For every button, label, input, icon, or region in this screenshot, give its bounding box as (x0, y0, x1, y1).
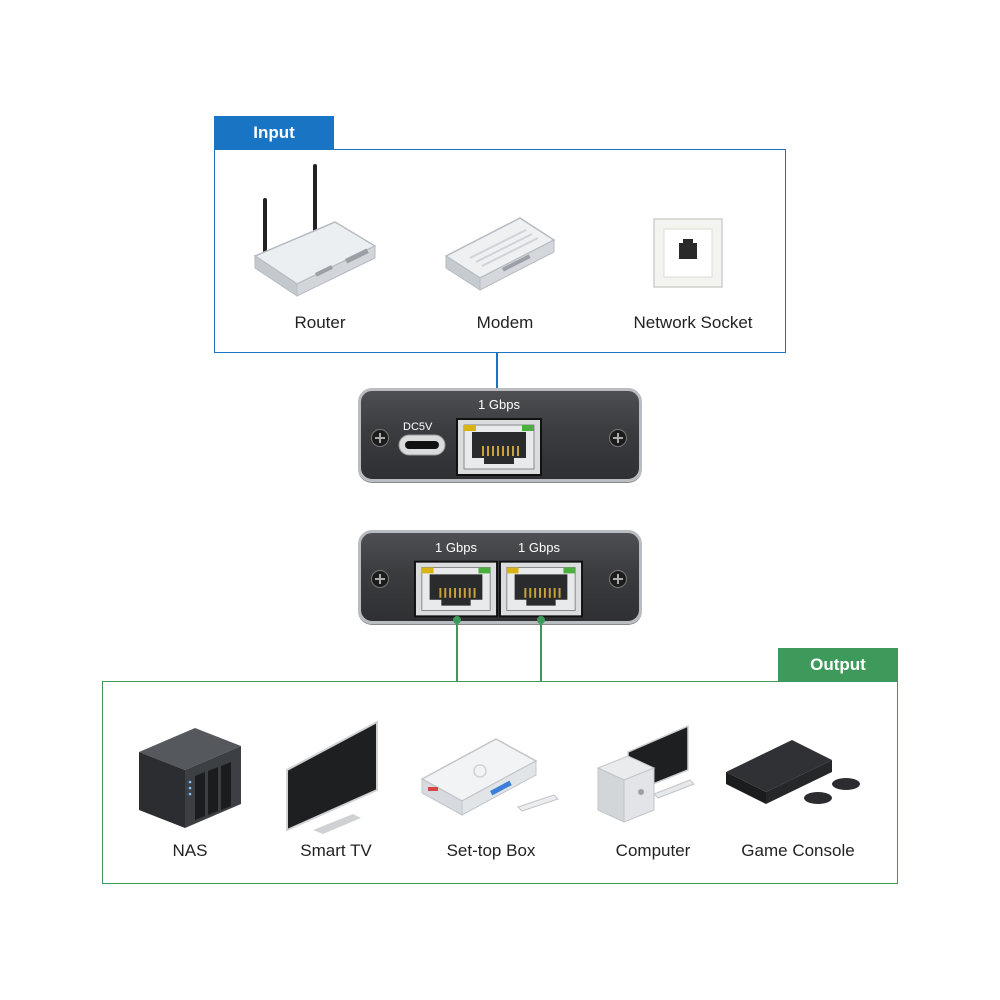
device-label-smart-tv: Smart TV (300, 841, 372, 860)
screw-icon (609, 570, 627, 588)
set-top-box-icon (420, 738, 559, 816)
device-label-modem: Modem (476, 313, 534, 332)
smart-tv-icon (286, 720, 378, 834)
device-label-game-console: Game Console (741, 841, 855, 860)
computer-icon (596, 724, 695, 823)
port-speed-label: 1 Gbps (435, 540, 477, 555)
port-speed-label: 1 Gbps (518, 540, 560, 555)
ethernet-port-icon[interactable] (499, 560, 583, 618)
power-port-label: DC5V (403, 421, 433, 433)
screw-icon (371, 570, 389, 588)
input-title: Input (214, 116, 334, 150)
input-panel (214, 149, 786, 353)
output-title: Output (778, 648, 898, 682)
device-label-router: Router (294, 313, 346, 332)
router-icon (253, 164, 377, 297)
nas-icon (139, 728, 241, 828)
screw-icon (371, 429, 389, 447)
modem-icon (444, 217, 556, 291)
ethernet-port-icon[interactable] (456, 418, 542, 476)
game-console-icon (726, 740, 860, 804)
output-panel (102, 681, 898, 884)
network-socket-icon (653, 218, 723, 288)
ethernet-port-icon[interactable] (414, 560, 498, 618)
device-label-network-socket: Network Socket (633, 313, 753, 332)
port-speed-label: 1 Gbps (478, 397, 520, 412)
device-label-set-top-box: Set-top Box (446, 841, 536, 860)
device-label-computer: Computer (615, 841, 691, 860)
device-label-nas: NAS (172, 841, 208, 860)
screw-icon (609, 429, 627, 447)
usb-c-port-icon[interactable] (398, 434, 446, 456)
